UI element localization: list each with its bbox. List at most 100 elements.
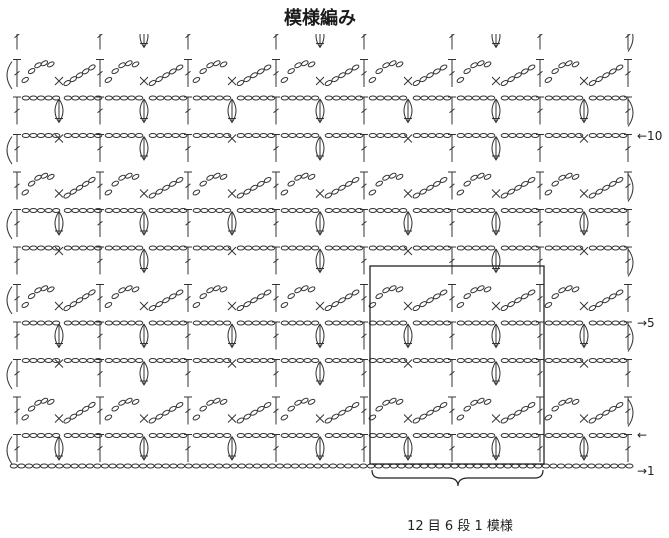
chain-stitch (27, 293, 36, 300)
chain-stitch (558, 62, 566, 69)
chain-stitch (222, 463, 231, 469)
chain-stitch (125, 60, 133, 67)
double-crochet-slash (185, 295, 191, 301)
turning-chain (6, 361, 13, 390)
chain-stitch (508, 320, 517, 326)
chain-stitch (615, 176, 624, 183)
chain-stitch (464, 95, 473, 101)
double-crochet-slash (625, 370, 631, 376)
chain-stitch (443, 358, 452, 363)
chain-stitch (339, 358, 349, 363)
chain-stitch (223, 320, 232, 326)
chain-stitch (347, 320, 356, 326)
chain-stitch (215, 208, 224, 213)
chain-stitch (62, 463, 72, 469)
double-crochet-slash (361, 295, 367, 301)
chain-stitch (192, 189, 201, 196)
chain-stitch (331, 301, 339, 308)
chain-stitch (236, 305, 245, 312)
chain-stitch (236, 358, 245, 363)
chain-stitch (251, 245, 261, 251)
double-crochet-slash (185, 145, 191, 151)
chain-stitch (338, 409, 346, 416)
chain-stitch (244, 208, 253, 213)
chain-stitch (135, 245, 144, 251)
double-crochet-slash (185, 333, 191, 339)
chain-stitch (267, 133, 276, 138)
chain-stitch (391, 433, 400, 438)
single-crochet (579, 134, 589, 143)
row-label-10: ←10 (637, 129, 663, 143)
chain-stitch (559, 433, 569, 438)
chain-stitch (206, 399, 214, 406)
chain-stitch (243, 188, 251, 195)
chain-stitch (295, 133, 305, 138)
chain-stitch (339, 433, 349, 438)
chain-stitch (332, 208, 341, 213)
chain-stitch (175, 289, 184, 296)
double-crochet-slash (14, 34, 20, 39)
chain-stitch (70, 463, 79, 469)
chain-stitch (263, 176, 272, 183)
chain-stitch (477, 397, 485, 404)
double-crochet-slash (625, 295, 631, 301)
chain-stitch (283, 463, 292, 469)
chain-stitch (382, 287, 390, 294)
chain-stitch (389, 60, 397, 67)
chain-stitch (175, 64, 184, 71)
chain-stitch (131, 286, 140, 293)
chain-stitch (135, 133, 144, 138)
double-crochet-slash (273, 108, 279, 114)
chain-stitch (419, 301, 427, 308)
chain-stitch (78, 245, 88, 251)
chain-stitch (500, 305, 509, 312)
chain-stitch (63, 95, 72, 101)
chain-stitch (280, 95, 289, 101)
double-crochet-slash (14, 70, 20, 76)
chain-stitch (368, 301, 377, 308)
chain-stitch (435, 358, 444, 363)
chain-stitch (259, 95, 268, 101)
chain-stitch (288, 358, 297, 363)
double-crochet-slash (14, 145, 20, 151)
single-crochet (491, 189, 501, 198)
turning-chain (627, 398, 634, 427)
chain-stitch (44, 245, 53, 251)
chain-stitch (567, 133, 576, 138)
chain-stitch (295, 320, 305, 326)
double-crochet-slash (449, 183, 455, 189)
chain-stitch (119, 208, 129, 213)
chain-stitch (223, 133, 232, 138)
chain-stitch (86, 358, 95, 363)
chain-stitch (456, 76, 465, 83)
chain-stitch (435, 208, 444, 213)
chain-stitch (263, 64, 272, 71)
chain-stitch (47, 173, 55, 180)
chain-stitch (135, 95, 144, 101)
chain-stitch (375, 68, 383, 75)
chain-stitch (175, 401, 184, 408)
chain-stitch (531, 245, 540, 251)
chain-stitch (571, 398, 580, 405)
chain-stitch (596, 133, 605, 138)
chain-stitch (148, 133, 157, 138)
chain-stitch (609, 405, 617, 412)
chain-stitch (171, 133, 180, 138)
chain-stitch (615, 64, 624, 71)
double-crochet-slash (449, 108, 455, 114)
chain-stitch (295, 433, 305, 438)
chain-stitch (148, 305, 157, 312)
chain-stitch (303, 133, 312, 138)
double-crochet-slash (449, 258, 455, 264)
chain-stitch (507, 76, 515, 83)
chain-stitch (443, 95, 452, 101)
chain-stitch (104, 433, 113, 438)
double-crochet-slash (537, 370, 543, 376)
chain-stitch (200, 245, 209, 251)
chain-stitch (63, 245, 72, 251)
chain-stitch (112, 95, 121, 101)
double-crochet-slash (185, 258, 191, 264)
chain-stitch (556, 463, 566, 469)
chain-stitch (395, 61, 404, 68)
chain-stitch (236, 80, 245, 87)
